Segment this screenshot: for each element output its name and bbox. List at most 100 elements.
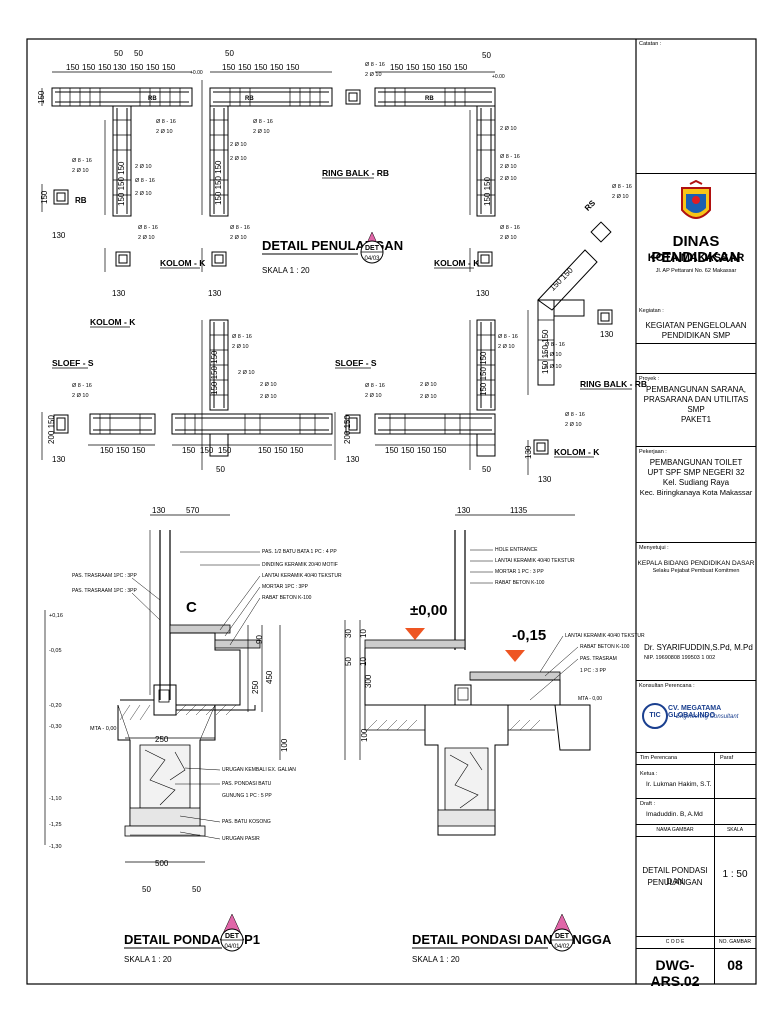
stairs-callout-8: 1 PC : 3 PP: [580, 668, 607, 674]
p1-section-letter: C: [186, 599, 197, 616]
svg-text:150 150: 150 150: [548, 265, 575, 292]
work-label: Pekerjaan :: [639, 449, 667, 455]
svg-text:2 Ø 10: 2 Ø 10: [230, 235, 247, 241]
stairs-dimension-labels: 130 1135 30 10 50 10 300 100: [344, 506, 528, 742]
notes-label: Catatan :: [639, 41, 662, 47]
svg-text:150: 150: [438, 63, 452, 72]
svg-text:130: 130: [113, 63, 127, 72]
svg-text:2 Ø 10: 2 Ø 10: [500, 235, 517, 241]
drawing-sheet-no: 08: [727, 957, 743, 973]
rebar-detail: [51, 87, 613, 457]
drawing-name-cell: DETAIL PONDASI DAN PENULANGAN 1 : 50: [636, 837, 756, 937]
p1-level-5: -1,10: [49, 796, 62, 802]
svg-text:150: 150: [182, 446, 196, 455]
work-line-1: PEMBANGUNAN TOILET: [649, 458, 743, 467]
svg-text:150: 150: [132, 446, 146, 455]
svg-text:2 Ø 10: 2 Ø 10: [498, 344, 515, 350]
p1-callout-9: PAS. PONDASI BATU: [222, 781, 272, 787]
rebar-callouts: Ø 8 - 16 2 Ø 10 Ø 8 - 16 2 Ø 10 2 Ø 10 Ø 8…: [72, 62, 632, 428]
notes-cell: Catatan :: [636, 39, 756, 174]
svg-text:2 Ø 10: 2 Ø 10: [420, 394, 437, 400]
drawing-code: DWG-ARS.02: [650, 957, 700, 989]
svg-text:30: 30: [344, 629, 353, 638]
drawing-scale: 1 : 50: [722, 869, 748, 880]
p1-callout-5: RABAT BETON K-100: [262, 595, 312, 601]
stairs-callout-1: HOLE ENTRANCE: [495, 547, 538, 553]
title-block: Catatan : DINAS PENDIDKAN KOTA MAKASSAR …: [636, 39, 756, 989]
svg-text:150: 150: [422, 63, 436, 72]
consultant-cell: Konsultan Perencana : TIC CV. MEGATAMA G…: [636, 681, 756, 753]
svg-text:300: 300: [364, 674, 373, 688]
activity-label: Kegiatan :: [639, 308, 664, 314]
drawing-name-line-2: PENULANGAN: [647, 878, 703, 887]
svg-text:2 Ø 10: 2 Ø 10: [253, 129, 270, 135]
p1-levels: +0,16 -0,05 -0,20 -0,30 -1,10 -1,25 -1,3…: [49, 613, 117, 850]
svg-text:150: 150: [417, 446, 431, 455]
rebar-level-label: +0.00: [190, 70, 203, 76]
draft-cell: Draft : Imaduddin. B, A.Md: [636, 799, 756, 825]
agency-emblem-icon: [681, 180, 711, 219]
sign-label: Paraf: [720, 755, 734, 761]
activity-line-1: KEGIATAN PENGELOLAAN: [645, 321, 747, 330]
svg-text:Ø 8 - 16: Ø 8 - 16: [612, 184, 632, 190]
svg-text:150 150: 150 150: [483, 177, 492, 206]
svg-text:150: 150: [222, 63, 236, 72]
stirrup-ticks: [59, 88, 554, 434]
approver-role-1: KEPALA BIDANG PENDIDIKAN DASAR: [637, 560, 755, 567]
p1-dim-500: 500: [155, 859, 169, 868]
svg-text:10: 10: [359, 657, 368, 666]
svg-text:2 Ø 10: 2 Ø 10: [135, 191, 152, 197]
svg-text:Ø 8 - 16: Ø 8 - 16: [135, 178, 155, 184]
svg-text:150: 150: [401, 446, 415, 455]
consultant-tagline: Engineering Consultant: [676, 714, 739, 720]
svg-text:2 Ø 10: 2 Ø 10: [420, 382, 437, 388]
p1-callout-11: PAS. BATU KOSONG: [222, 819, 271, 825]
p1-mta: MTA - 0,00: [90, 726, 117, 732]
svg-text:Ø 8 - 16: Ø 8 - 16: [500, 225, 520, 231]
svg-text:KOLOM - K: KOLOM - K: [554, 447, 600, 457]
approver-name: Dr. SYARIFUDDIN,S.Pd, M.Pd: [644, 643, 753, 652]
svg-text:130: 130: [538, 475, 552, 484]
p1-level-4: -0,30: [49, 724, 62, 730]
svg-text:50: 50: [216, 465, 225, 474]
p1-level-2: -0,05: [49, 648, 62, 654]
svg-text:150: 150: [254, 63, 268, 72]
kolom-label-1: KOLOM - K: [160, 258, 206, 268]
svg-text:Ø 8 - 16: Ø 8 - 16: [253, 119, 273, 125]
activity-line-2: PENDIDIKAN SMP: [661, 331, 731, 340]
stairs-callout-2: LANTAI KERAMIK 40/40 TEKSTUR: [495, 558, 575, 564]
code-label: C O D E: [665, 939, 685, 945]
svg-text:RB: RB: [75, 196, 87, 205]
svg-text:Ø 8 - 16: Ø 8 - 16: [156, 119, 176, 125]
svg-text:2 Ø 10: 2 Ø 10: [232, 344, 249, 350]
svg-text:Ø 8 - 16: Ø 8 - 16: [565, 412, 585, 418]
svg-text:150: 150: [130, 63, 144, 72]
svg-text:2 Ø 10: 2 Ø 10: [260, 394, 277, 400]
svg-text:RING BALK - RB: RING BALK - RB: [580, 379, 647, 389]
level-marker-b: [505, 650, 525, 662]
svg-text:Ø 8 - 16: Ø 8 - 16: [498, 334, 518, 340]
svg-text:150: 150: [218, 446, 232, 455]
work-line-3: Kel. Sudiang Raya: [662, 478, 730, 487]
sloef-label-1: SLOEF - S: [52, 358, 94, 368]
svg-text:250: 250: [251, 680, 260, 694]
p1-callout-8: URUGAN KEMBALI EX. GALIAN: [222, 767, 296, 773]
svg-text:150: 150: [66, 63, 80, 72]
svg-text:2 Ø 10: 2 Ø 10: [260, 382, 277, 388]
svg-text:130: 130: [208, 289, 222, 298]
p1-level-1: +0,16: [49, 613, 63, 619]
p1-tag-top: DET: [225, 933, 240, 940]
stairs-tag-bottom: 04/02: [554, 944, 570, 950]
svg-text:RB: RB: [425, 96, 434, 102]
p1-callout-12: URUGAN PASIR: [222, 836, 260, 842]
stairs-callout-3: MORTAR 1 PC : 3 PP: [495, 569, 544, 575]
svg-text:200 150: 200 150: [47, 415, 56, 444]
svg-text:RB: RB: [245, 96, 254, 102]
svg-text:2 Ø 10: 2 Ø 10: [135, 164, 152, 170]
p1-title-block: DETAIL PONDASI - P1 SKALA 1 : 20 DET 04/…: [124, 913, 260, 964]
svg-text:90: 90: [255, 635, 264, 644]
svg-text:150: 150: [40, 190, 49, 204]
svg-text:2 Ø 10: 2 Ø 10: [230, 142, 247, 148]
svg-text:50: 50: [482, 51, 491, 60]
